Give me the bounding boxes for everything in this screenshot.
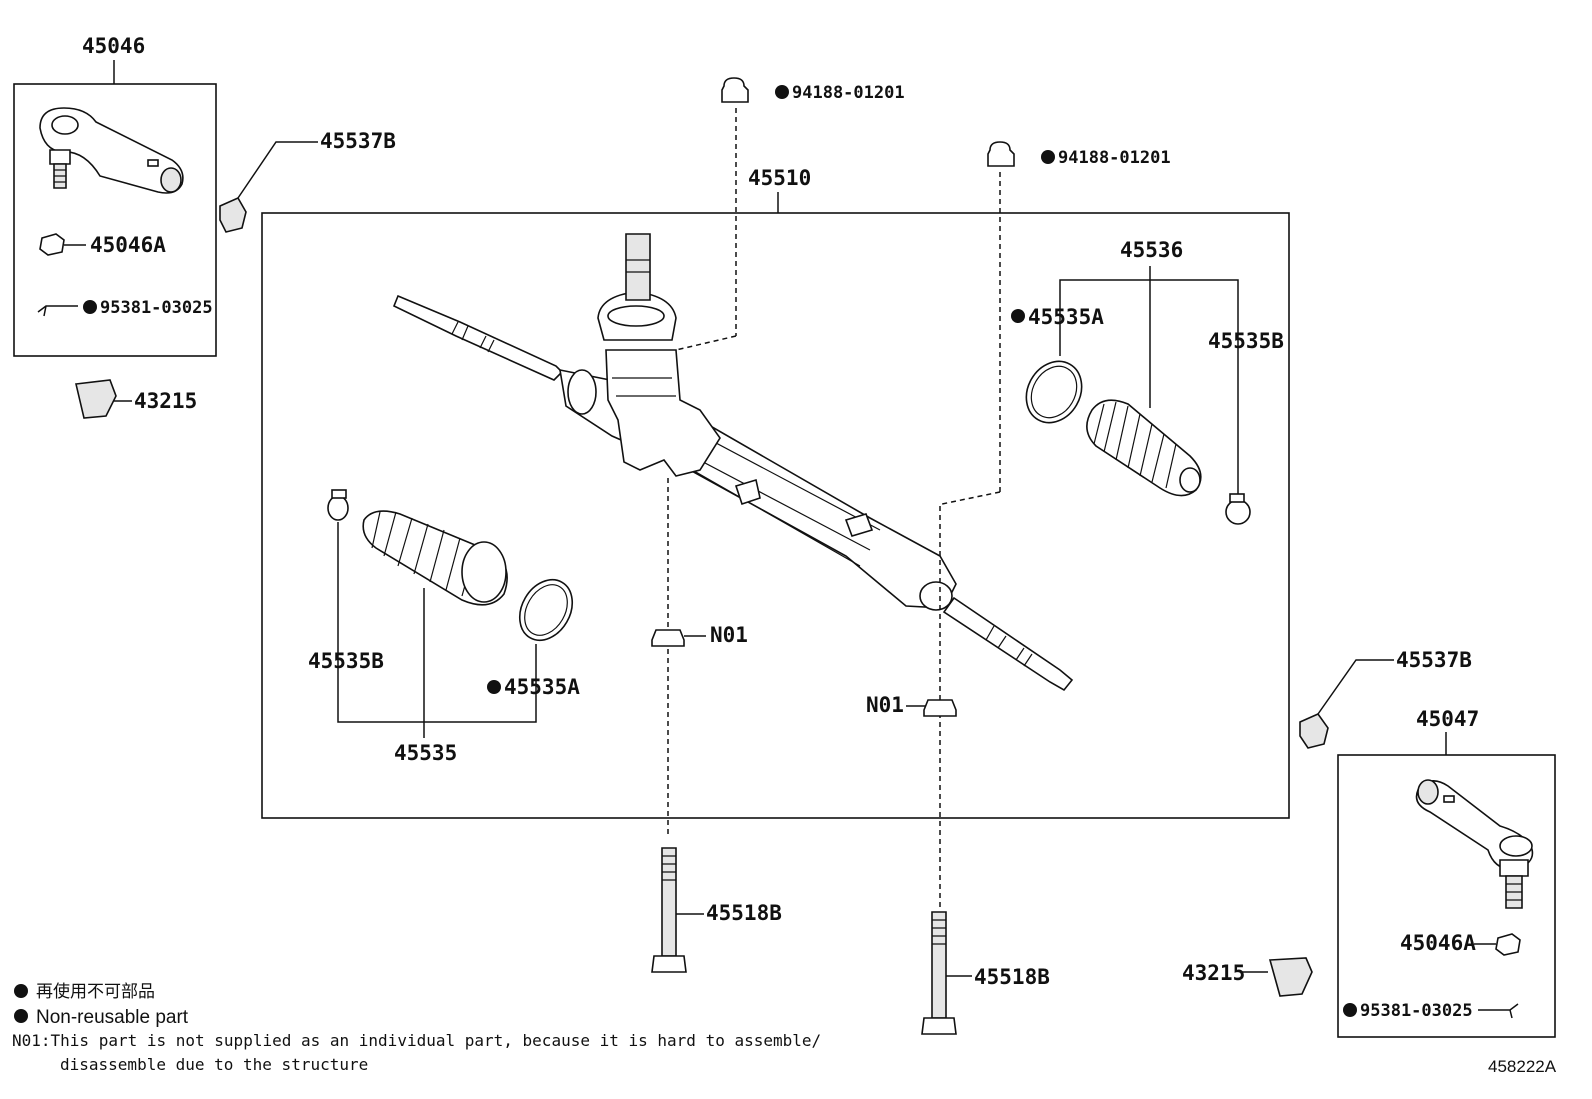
label-94188-upper-right[interactable]: 94188-01201 xyxy=(1058,148,1171,168)
nut-94188-upper-left xyxy=(675,77,789,351)
nut-n01-left xyxy=(651,629,706,647)
boot-45537b-rh xyxy=(1299,659,1394,749)
label-45535b-rh[interactable]: 45535B xyxy=(1208,329,1284,353)
legend-en: Non-reusable part xyxy=(36,1007,189,1028)
label-95381-rh[interactable]: 95381-03025 xyxy=(1360,1001,1473,1021)
label-45046a-rh[interactable]: 45046A xyxy=(1400,931,1476,955)
legend-bullet-jp xyxy=(14,984,28,998)
label-45535[interactable]: 45535 xyxy=(394,741,457,765)
bolt-45518b-left xyxy=(651,847,704,973)
label-45047[interactable]: 45047 xyxy=(1416,707,1479,731)
steering-rack-drawing xyxy=(392,233,1074,692)
label-45046a-lh[interactable]: 45046A xyxy=(90,233,166,257)
label-45510[interactable]: 45510 xyxy=(748,166,811,190)
cover-43215-rh xyxy=(1242,957,1313,997)
label-95381-lh[interactable]: 95381-03025 xyxy=(100,298,213,318)
label-45535a-rh[interactable]: 45535A xyxy=(1028,305,1104,329)
label-n01-right[interactable]: N01 xyxy=(866,693,904,717)
label-45535b-lh[interactable]: 45535B xyxy=(308,649,384,673)
label-43215-rh[interactable]: 43215 xyxy=(1182,961,1245,985)
pin-95381-lh xyxy=(37,300,97,317)
label-45518b-left[interactable]: 45518B xyxy=(706,901,782,925)
note-n01-line2: disassemble due to the structure xyxy=(60,1055,368,1074)
frame-45046 xyxy=(13,83,217,357)
frame-45510 xyxy=(261,212,1290,819)
label-45537b-rh[interactable]: 45537B xyxy=(1396,648,1472,672)
label-45536[interactable]: 45536 xyxy=(1120,238,1183,262)
legend-jp: 再使用不可部品 xyxy=(36,981,155,1002)
clamp-45535b-lh xyxy=(327,489,349,521)
bolt-45518b-right xyxy=(921,911,972,1035)
label-45535a-lh[interactable]: 45535A xyxy=(504,675,580,699)
non-reusable-mark xyxy=(775,85,789,99)
non-reusable-mark xyxy=(487,680,501,694)
pin-95381-rh xyxy=(1478,1003,1519,1019)
note-n01-line1: N01:This part is not supplied as an indi… xyxy=(12,1031,821,1050)
label-45537b-lh[interactable]: 45537B xyxy=(320,129,396,153)
boot-45536-rh xyxy=(1086,399,1202,497)
clamp-45535a-lh xyxy=(518,579,574,641)
non-reusable-mark xyxy=(1041,150,1055,164)
label-43215-lh[interactable]: 43215 xyxy=(134,389,197,413)
label-45046[interactable]: 45046 xyxy=(82,34,145,58)
tie-rod-end-rh-drawing xyxy=(1415,779,1534,909)
non-reusable-mark xyxy=(1343,1003,1357,1017)
clamp-45535b-rh xyxy=(1225,493,1251,525)
nut-n01-right xyxy=(906,699,957,717)
nut-45046a-rh xyxy=(1474,933,1521,956)
tie-rod-end-lh-drawing xyxy=(39,107,184,194)
clamp-45535a-rh xyxy=(1025,360,1083,424)
figure-id: 458222A xyxy=(1488,1057,1557,1076)
nut-45046a-lh xyxy=(39,233,86,256)
cover-43215-lh xyxy=(75,379,132,419)
label-n01-left[interactable]: N01 xyxy=(710,623,748,647)
label-45518b-right[interactable]: 45518B xyxy=(974,965,1050,989)
legend-bullet-en xyxy=(14,1009,28,1023)
nut-94188-upper-right xyxy=(941,141,1055,505)
non-reusable-mark xyxy=(83,300,97,314)
non-reusable-mark xyxy=(1011,309,1025,323)
boot-45535-lh xyxy=(362,510,508,606)
boot-45537b-lh xyxy=(219,141,318,233)
label-94188-upper-left[interactable]: 94188-01201 xyxy=(792,83,905,103)
